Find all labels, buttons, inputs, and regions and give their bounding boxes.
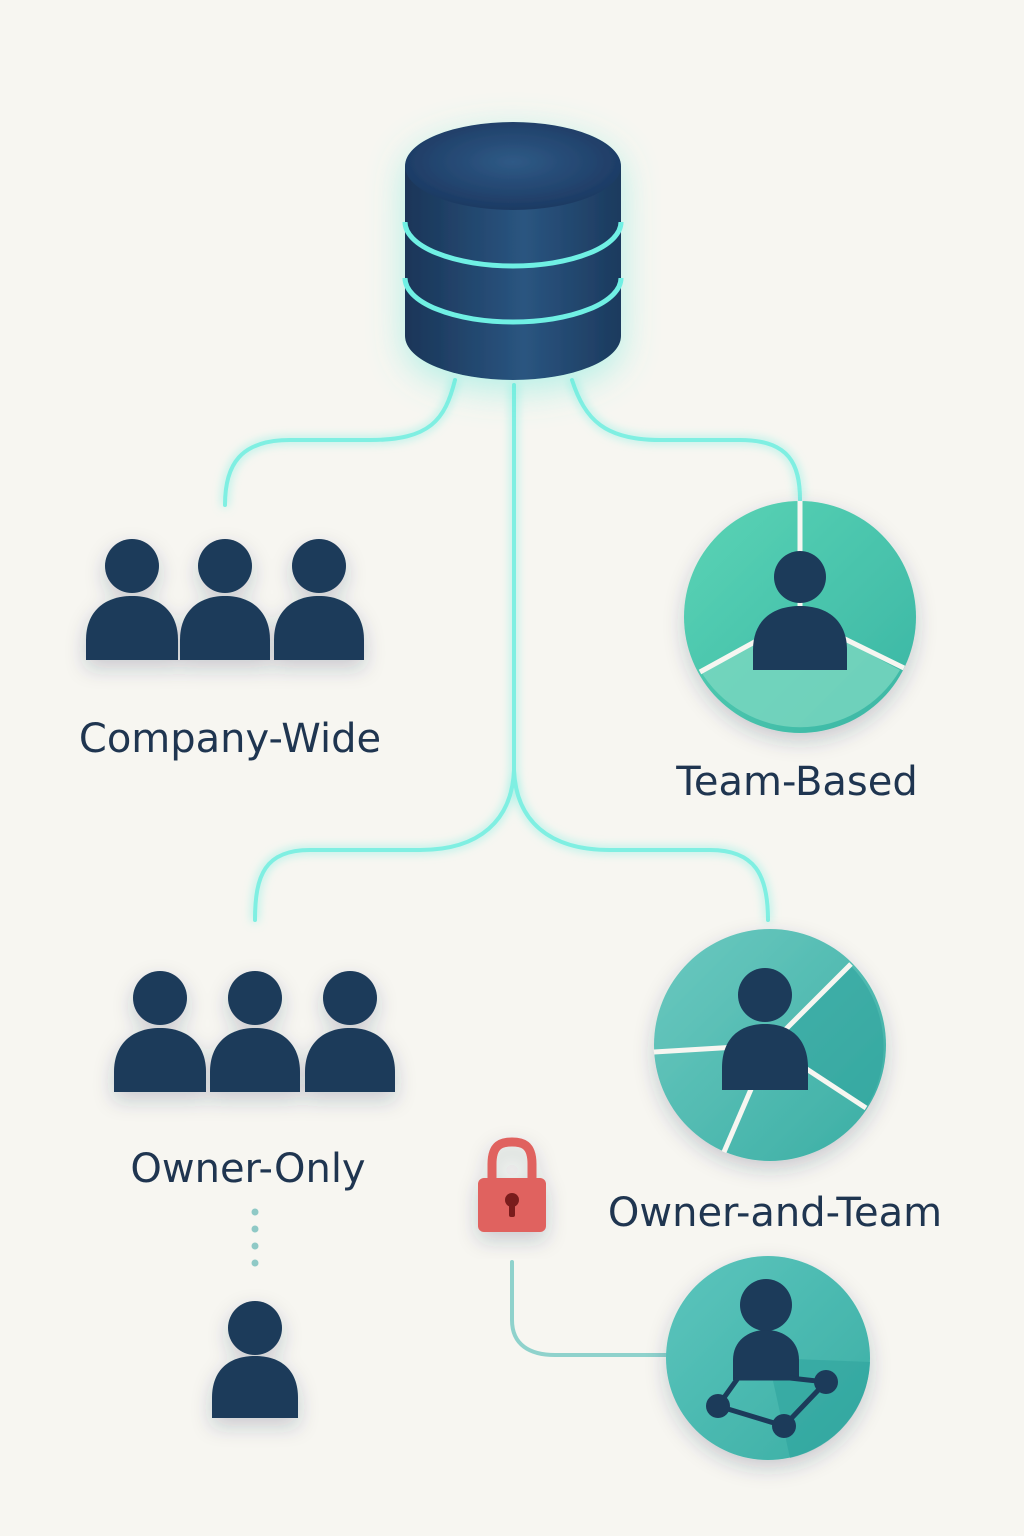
person-icon	[114, 971, 206, 1092]
label-owner-and-team: Owner-and-Team	[608, 1190, 942, 1236]
team-circle-icon	[684, 501, 916, 733]
person-icon	[86, 539, 178, 660]
connector-company-wide	[223, 378, 457, 507]
connector-owner-and-team	[512, 768, 770, 922]
connector-owner-only	[253, 768, 516, 922]
label-team-based: Team-Based	[675, 759, 918, 805]
connector-team-based	[570, 378, 802, 502]
person-icon	[180, 539, 270, 660]
person-icon	[274, 539, 364, 660]
label-company-wide: Company-Wide	[79, 716, 381, 762]
team-circle-icon	[653, 929, 886, 1161]
dotted-connector	[251, 1208, 259, 1267]
person-icon	[210, 971, 300, 1092]
people-group-icon	[114, 971, 395, 1092]
connector-lock	[510, 1260, 674, 1357]
network-person-icon	[666, 1256, 870, 1460]
connector-lines	[223, 378, 802, 922]
person-icon	[722, 968, 808, 1090]
person-icon	[753, 551, 847, 670]
people-group-icon	[86, 539, 364, 660]
person-icon	[733, 1279, 799, 1380]
person-icon	[305, 971, 395, 1092]
database-icon	[402, 122, 624, 380]
lock-icon	[478, 1137, 546, 1232]
label-owner-only: Owner-Only	[130, 1146, 365, 1192]
person-icon	[212, 1301, 298, 1418]
